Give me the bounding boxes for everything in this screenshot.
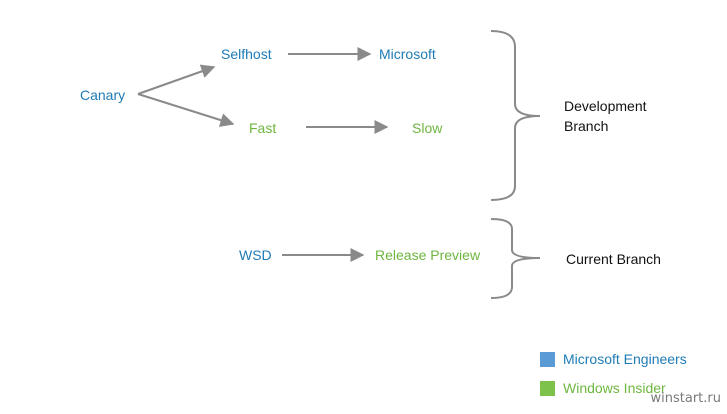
legend-label-microsoft: Microsoft Engineers bbox=[563, 351, 687, 367]
node-fast: Fast bbox=[249, 120, 277, 136]
legend-swatch-microsoft bbox=[540, 351, 555, 367]
watermark: winstart.ru bbox=[650, 391, 721, 406]
brace-development-branch bbox=[490, 30, 541, 201]
node-slow: Slow bbox=[412, 120, 443, 136]
label-development-line-1: Development bbox=[564, 98, 647, 114]
label-development-line-2: Branch bbox=[564, 118, 609, 134]
arrow-canary-to-fast bbox=[137, 93, 235, 127]
node-release-preview: Release Preview bbox=[375, 247, 481, 263]
legend-item-microsoft-engineers: Microsoft Engineers bbox=[540, 350, 687, 368]
label-current-branch: Current Branch bbox=[566, 251, 661, 267]
label-development-branch: Development Branch bbox=[564, 96, 647, 136]
legend-label-insider: Windows Insider bbox=[563, 380, 666, 396]
arrow-canary-to-selfhost bbox=[137, 64, 216, 95]
legend-swatch-insider bbox=[540, 380, 555, 396]
node-canary: Canary bbox=[80, 87, 126, 103]
legend-item-windows-insider: Windows Insider bbox=[540, 379, 666, 397]
node-wsd: WSD bbox=[239, 247, 272, 263]
brace-current-branch bbox=[490, 218, 541, 299]
node-microsoft: Microsoft bbox=[379, 46, 436, 62]
node-selfhost: Selfhost bbox=[221, 46, 272, 62]
